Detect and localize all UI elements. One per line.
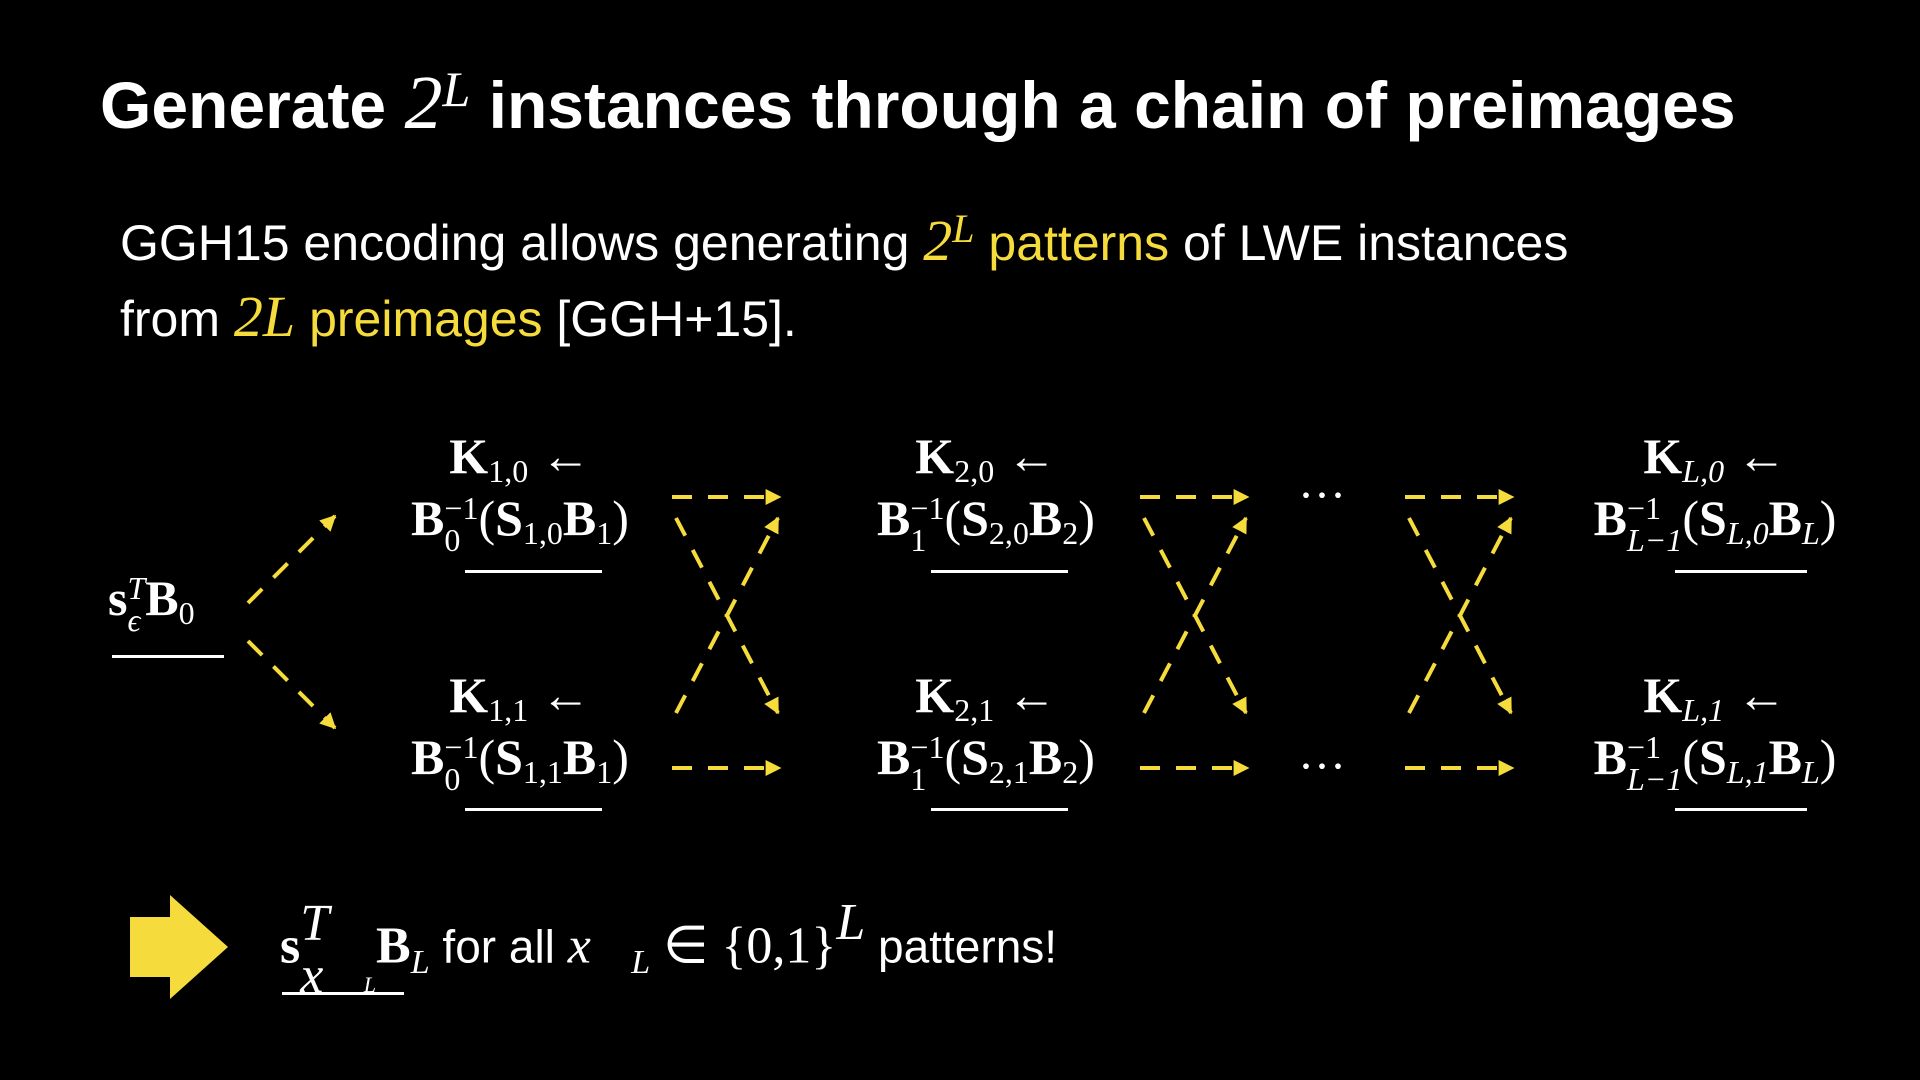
node-k20-underline xyxy=(931,570,1068,573)
slide-title: Generate 2L instances through a chain of… xyxy=(100,61,1736,146)
arrow-start-to-11 xyxy=(246,639,337,730)
arrow-11-to-20 xyxy=(674,516,780,714)
description-line-1: GGH15 encoding allows generating 2L patt… xyxy=(120,206,1569,273)
right-arrow-icon xyxy=(130,895,228,999)
node-k11-underline xyxy=(465,808,602,811)
node-kl1-underline xyxy=(1675,808,1807,811)
ellipsis-bottom: ··· xyxy=(1298,740,1346,793)
node-k10-underline xyxy=(465,570,602,573)
node-k21-underline xyxy=(931,808,1068,811)
arrow-start-to-10 xyxy=(246,514,337,605)
arrow-21-cross xyxy=(1142,516,1248,714)
node-kl0-underline xyxy=(1675,570,1807,573)
start-node-underline xyxy=(112,655,224,658)
description-line-2: from 2L preimages [GGH+15]. xyxy=(120,284,797,349)
conclusion-underline xyxy=(282,992,404,995)
ellipsis-top: ··· xyxy=(1298,469,1346,522)
arrow-dots-cross-up xyxy=(1407,516,1513,714)
